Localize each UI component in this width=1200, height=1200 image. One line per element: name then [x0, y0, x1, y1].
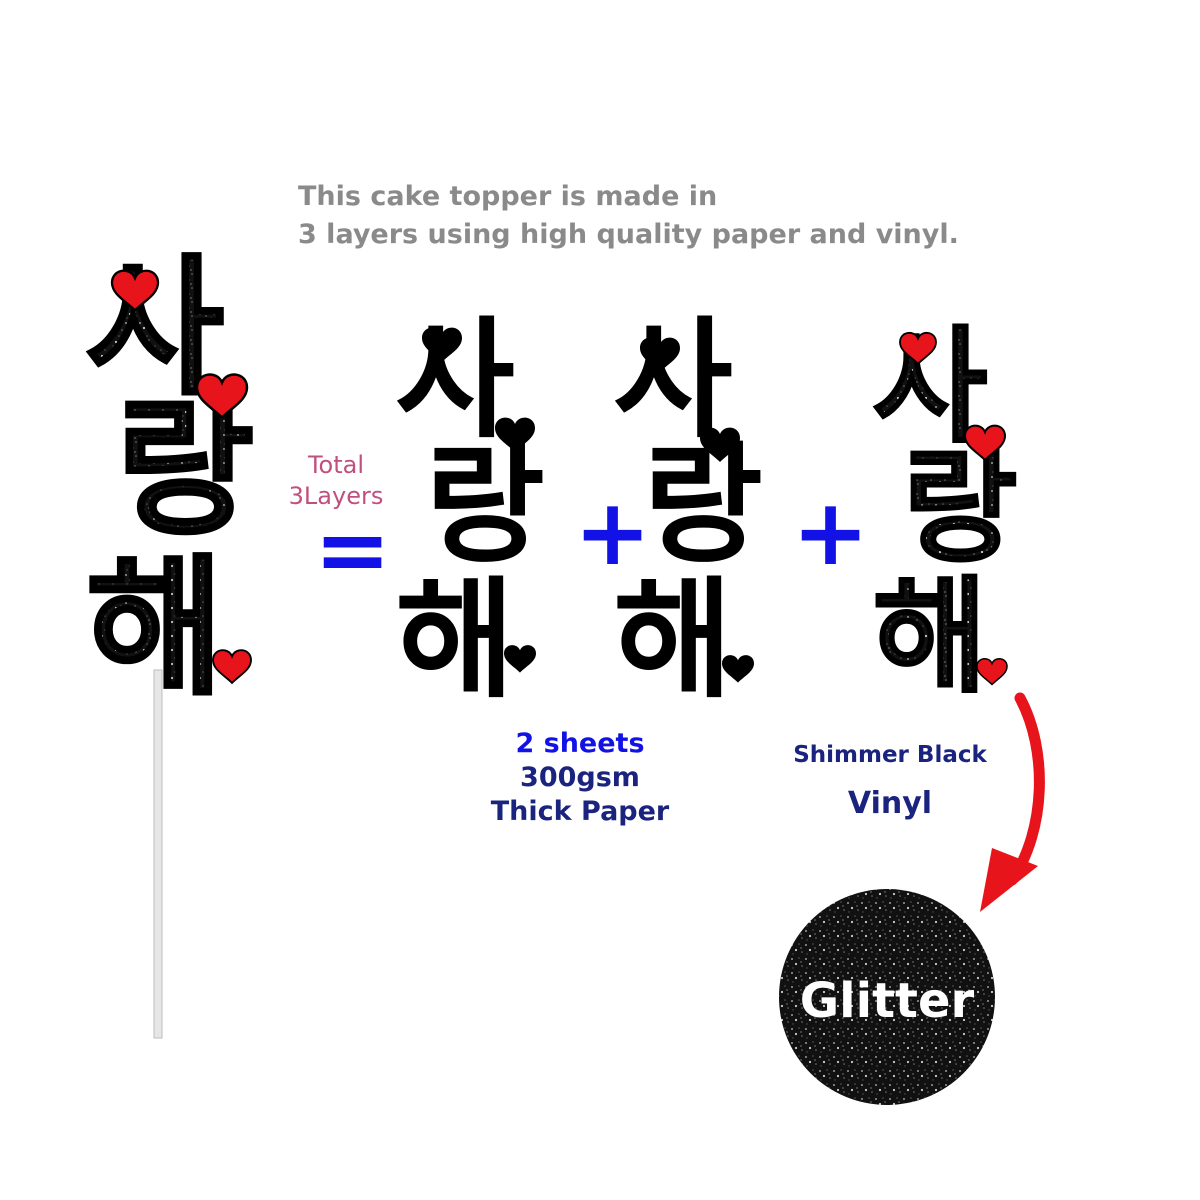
paper-layer-2: 사 랑 해	[613, 304, 763, 716]
vinyl-layer: 사 랑 해	[872, 314, 1019, 711]
paper-weight-label: 300gsm	[520, 762, 640, 793]
layer-char-2: 랑	[643, 429, 763, 581]
equals-sign: =	[314, 496, 392, 603]
layer-char-2: 랑	[903, 435, 1018, 580]
topper-stick	[153, 669, 163, 1039]
paper-layer-1: 사 랑 해	[395, 304, 545, 716]
assembled-topper: 사 랑 해	[84, 241, 256, 1039]
topper-char-3: 해	[86, 542, 224, 716]
plus-sign: +	[792, 479, 870, 586]
curved-arrow-icon	[980, 692, 1045, 912]
topper-char-1: 사	[86, 242, 224, 416]
layer-char-3: 해	[395, 564, 515, 716]
plus-sign: +	[574, 479, 652, 586]
glitter-label: Glitter	[799, 973, 975, 1029]
description-line-2: 3 layers using high quality paper and vi…	[298, 219, 959, 250]
total-layers-label: Total 3Layers	[276, 450, 396, 512]
vinyl-label: Vinyl	[847, 786, 933, 821]
paper-spec-label: 300gsm Thick Paper	[460, 761, 700, 829]
description-line-1: This cake topper is made in	[298, 181, 718, 212]
layers-count-label: 3Layers	[288, 482, 384, 510]
paper-type-label: Thick Paper	[490, 796, 670, 827]
shimmer-label: Shimmer Black	[793, 742, 987, 768]
layer-char-3: 해	[873, 565, 988, 710]
glitter-swatch	[779, 889, 995, 1105]
layer-char-3: 해	[613, 564, 733, 716]
total-label: Total	[307, 451, 365, 479]
description-text: This cake topper is made in 3 layers usi…	[298, 178, 959, 254]
paper-sheets-label: 2 sheets	[515, 728, 645, 759]
layer-char-2: 랑	[425, 429, 545, 581]
